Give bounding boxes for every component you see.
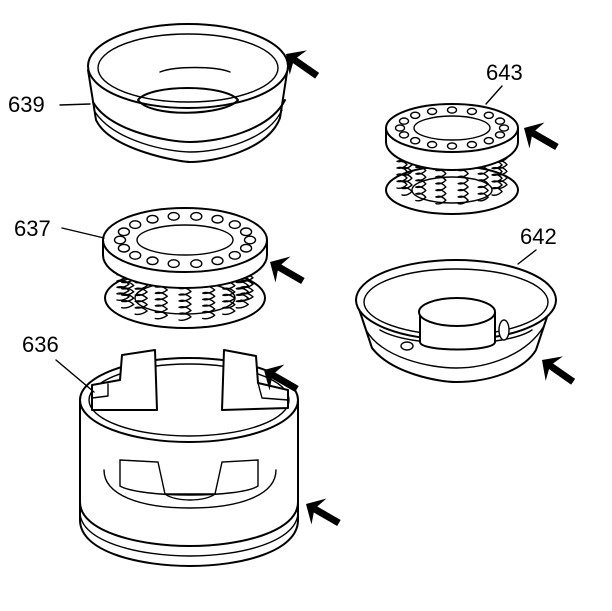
plate-hole: [228, 250, 242, 260]
plate-hole: [494, 117, 506, 125]
plate-hole: [398, 131, 410, 139]
label-642: 642: [520, 224, 557, 249]
part-636-housing: [79, 349, 299, 567]
plate-hole: [239, 227, 253, 237]
arrow-642: [533, 347, 582, 395]
plate-hole: [398, 117, 410, 125]
label-636-group: 636: [22, 332, 95, 393]
label-637: 637: [14, 216, 51, 241]
plate-hole: [211, 214, 224, 224]
label-642-group: 642: [517, 224, 557, 265]
label-636: 636: [22, 332, 59, 357]
plate-hole: [466, 140, 478, 149]
label-643: 643: [486, 60, 523, 85]
plate-hole: [494, 131, 506, 139]
plate-hole: [146, 256, 159, 266]
plate-hole: [410, 111, 421, 120]
plate-hole: [243, 235, 257, 245]
coil-spring: [435, 162, 447, 205]
label-639: 639: [8, 92, 45, 117]
part-642-retainer: [355, 259, 557, 383]
plate-hole: [117, 227, 131, 237]
plate-hole: [190, 211, 203, 221]
part-643-spring-assembly: [385, 103, 519, 215]
arrow-643: [516, 115, 565, 160]
plate-hole: [113, 235, 127, 245]
plate-hole: [128, 220, 142, 230]
plate-hole: [128, 250, 142, 260]
plate-hole: [167, 259, 180, 269]
part-637-spring-assembly: [102, 207, 268, 329]
coil-spring: [415, 159, 427, 202]
plate-hole: [146, 214, 159, 224]
plate-hole: [211, 256, 224, 266]
plate-hole: [498, 124, 510, 132]
plate-hole: [446, 106, 458, 114]
plate-hole: [167, 211, 180, 221]
label-637-group: 637: [14, 216, 105, 241]
arrow-637: [262, 249, 311, 294]
plate-hole: [466, 107, 478, 116]
plate-hole: [483, 136, 494, 145]
plate-hole: [394, 124, 406, 132]
plate-hole: [410, 136, 421, 145]
plate-hole: [239, 243, 253, 253]
plate-hole: [446, 142, 458, 150]
plate-hole: [426, 140, 438, 149]
plate-hole: [483, 111, 494, 120]
plate-hole: [228, 220, 242, 230]
part-639-cup: [87, 23, 289, 163]
plate-hole: [190, 259, 203, 269]
label-639-group: 639: [8, 92, 91, 117]
plate-hole: [426, 107, 438, 116]
label-643-group: 643: [485, 60, 523, 105]
plate-hole: [117, 243, 131, 253]
arrow-636-lower: [298, 491, 347, 536]
